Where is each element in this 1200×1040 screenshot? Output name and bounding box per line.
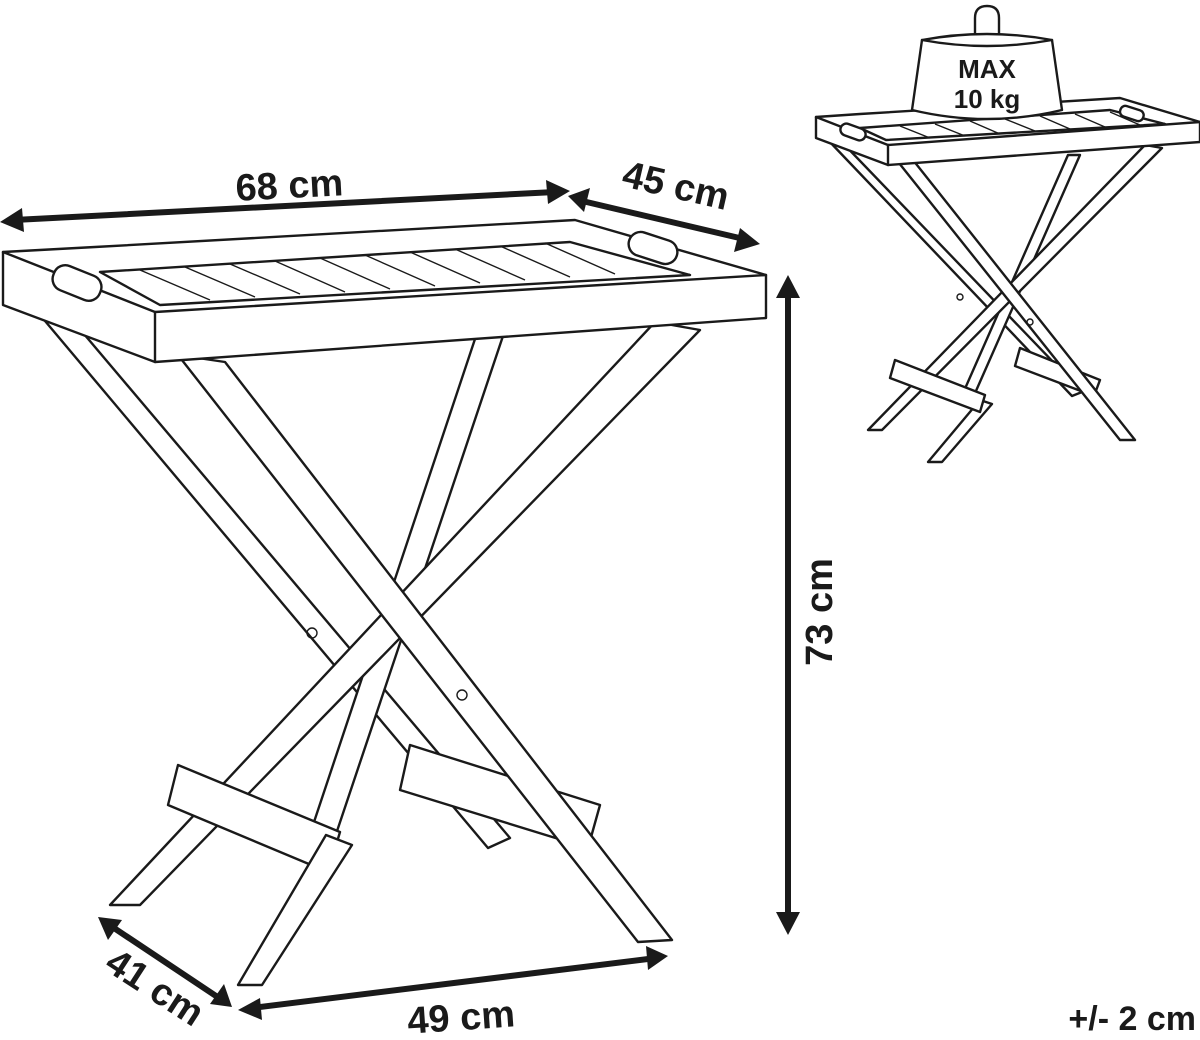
- front-leg-c: [236, 833, 354, 987]
- label-base-width: 49 cm: [406, 993, 516, 1040]
- dimension-arrows: [0, 180, 800, 1020]
- label-height: 73 cm: [799, 558, 841, 666]
- small-handle-right: [1118, 104, 1145, 123]
- tray-handle-right: [627, 230, 679, 266]
- pivot-hole-right: [456, 689, 468, 701]
- label-width: 68 cm: [234, 162, 344, 210]
- tray-well: [98, 240, 692, 307]
- small-front-leg-c: [926, 398, 994, 464]
- max-load-weight: MAX 10 kg: [910, 4, 1064, 121]
- small-pivot-left: [956, 293, 964, 301]
- max-label: MAX: [958, 54, 1016, 84]
- small-tray-slats: [899, 111, 1141, 139]
- front-leg-b: [176, 353, 674, 944]
- weight-label: 10 kg: [954, 84, 1021, 114]
- main-table-drawing: [1, 218, 768, 987]
- arrow-base-depth: [105, 921, 225, 1003]
- small-front-crossbar: [888, 358, 987, 414]
- small-pivot-right: [1026, 318, 1034, 326]
- weight-top-rim: [920, 38, 1054, 48]
- small-handle-left: [839, 122, 867, 142]
- pivot-hole-left: [306, 627, 318, 639]
- arrow-width: [11, 189, 558, 223]
- tray-slats: [139, 242, 616, 301]
- load-table-drawing: [814, 96, 1200, 464]
- weight-handle: [973, 4, 1001, 42]
- tray-handle-left: [51, 264, 103, 302]
- label-depth: 45 cm: [618, 154, 732, 219]
- arrow-depth: [575, 197, 751, 243]
- tolerance-note: +/- 2 cm: [1068, 1000, 1196, 1038]
- arrow-base-width: [249, 955, 659, 1011]
- weight-body: [910, 32, 1064, 121]
